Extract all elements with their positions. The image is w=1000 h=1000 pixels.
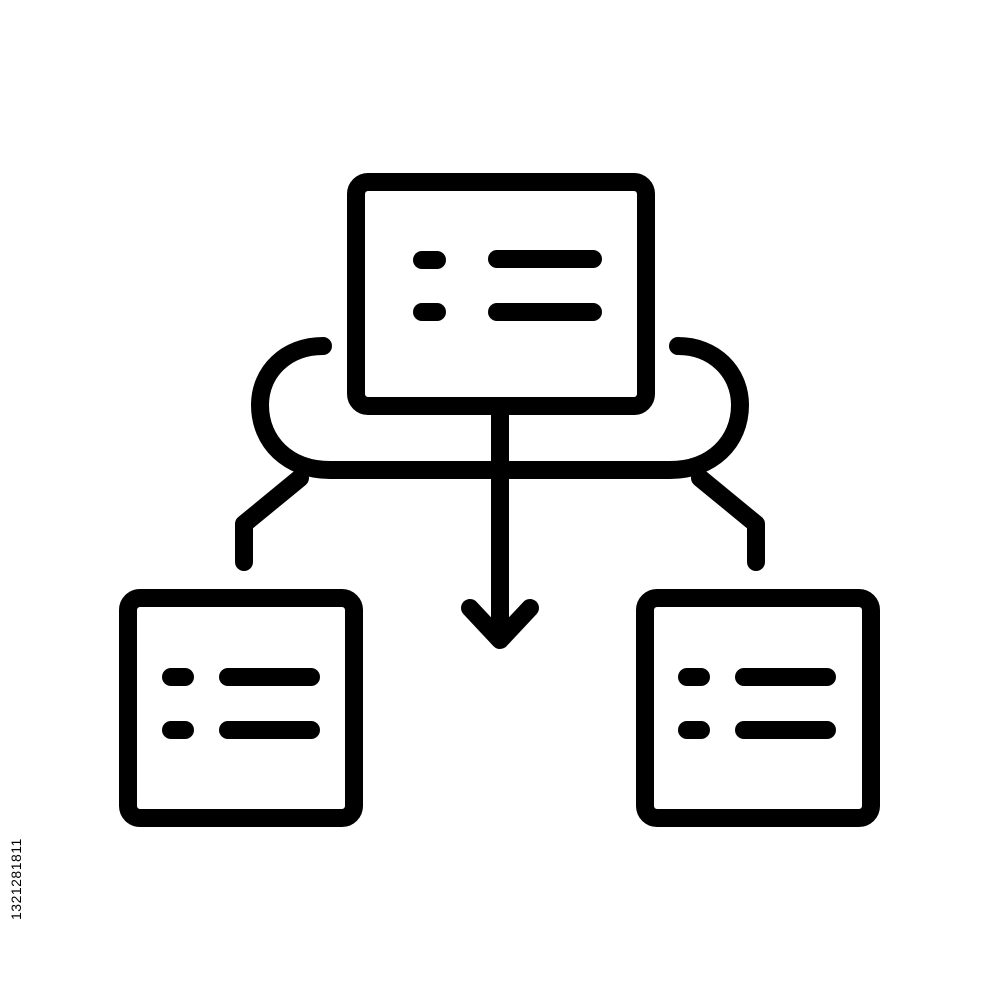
stock-id-label: 1321281811 xyxy=(8,838,24,920)
right-box-icon xyxy=(636,589,880,827)
down-arrow-icon xyxy=(461,397,539,649)
top-box-icon xyxy=(347,173,655,415)
left-box-icon xyxy=(119,589,363,827)
